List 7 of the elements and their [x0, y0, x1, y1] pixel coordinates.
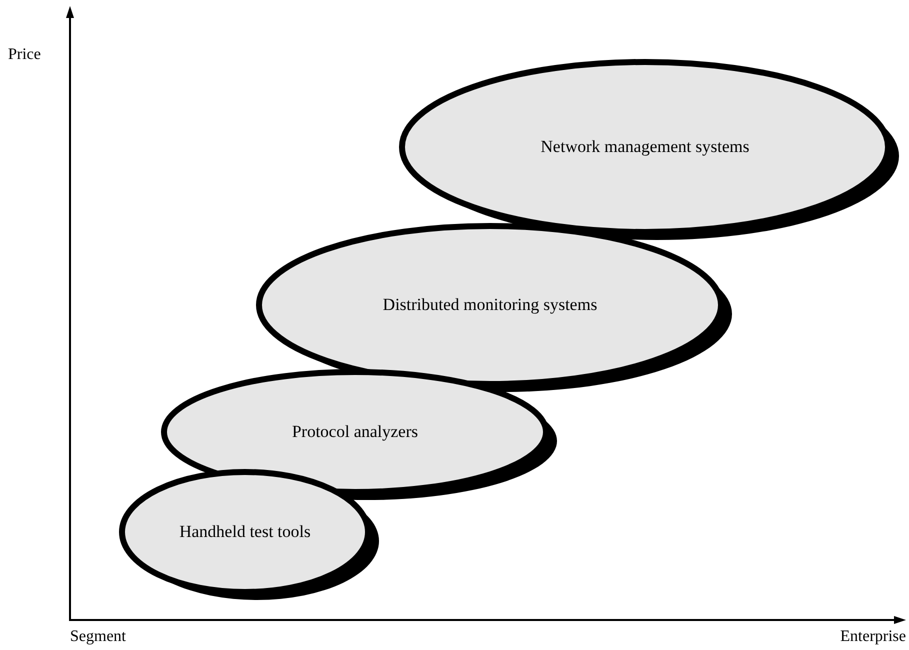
- node-label: Protocol analyzers: [292, 422, 418, 442]
- axis-label: Price: [8, 46, 41, 64]
- node-label: Handheld test tools: [179, 522, 311, 542]
- axis-label: Enterprise: [840, 628, 906, 646]
- node-label: Distributed monitoring systems: [382, 295, 598, 315]
- node-label: Network management systems: [540, 137, 750, 157]
- axis-label: Segment: [70, 628, 126, 646]
